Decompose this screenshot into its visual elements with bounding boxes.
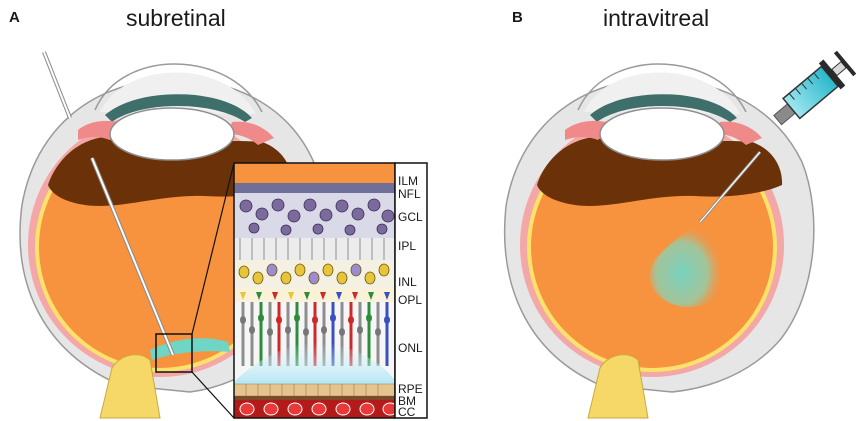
subretinal-bleb (234, 341, 395, 386)
label-nfl: NFL (398, 187, 421, 201)
eye-b-iris (590, 94, 737, 122)
eye-a-zoom-box (155, 333, 193, 373)
label-bm: BM (398, 394, 416, 408)
eye-b-syringe (773, 50, 856, 126)
eye-b-optic-nerve (587, 354, 649, 419)
label-onl: ONL (398, 341, 423, 355)
label-rpe: RPE (398, 382, 423, 396)
eye-b-lens (599, 107, 725, 161)
eye-a (19, 51, 328, 419)
panel-a-title: subretinal (126, 5, 226, 31)
label-opl: OPL (398, 293, 423, 307)
panel-a-letter: A (9, 9, 20, 26)
inner-nuclear-cells (238, 263, 390, 285)
label-ipl: IPL (398, 239, 417, 253)
ganglion-cells (239, 198, 395, 236)
label-inl: INL (398, 275, 417, 289)
eye-a-optic-nerve (99, 354, 161, 419)
eye-b-cornea (577, 63, 747, 113)
eye-b-drug-bleb (649, 222, 722, 308)
synaptic-terminals (240, 292, 390, 300)
eye-a-lens (109, 107, 235, 161)
label-ilm: ILM (398, 174, 419, 188)
choriocapillaris-vessels (239, 402, 395, 416)
label-cc: CC (398, 405, 416, 419)
label-gcl: GCL (398, 210, 423, 224)
eye-b (503, 50, 856, 419)
panel-b-title: intravitreal (603, 5, 710, 31)
eye-b-vitreous-dark (537, 136, 783, 206)
photoreceptor-nuclei (240, 314, 390, 336)
eye-a-iris (105, 94, 252, 122)
retina-inset (233, 162, 428, 419)
eye-a-vitreous-dark (48, 136, 293, 206)
eye-a-cornea (94, 63, 263, 113)
panel-b-letter: B (512, 9, 523, 26)
